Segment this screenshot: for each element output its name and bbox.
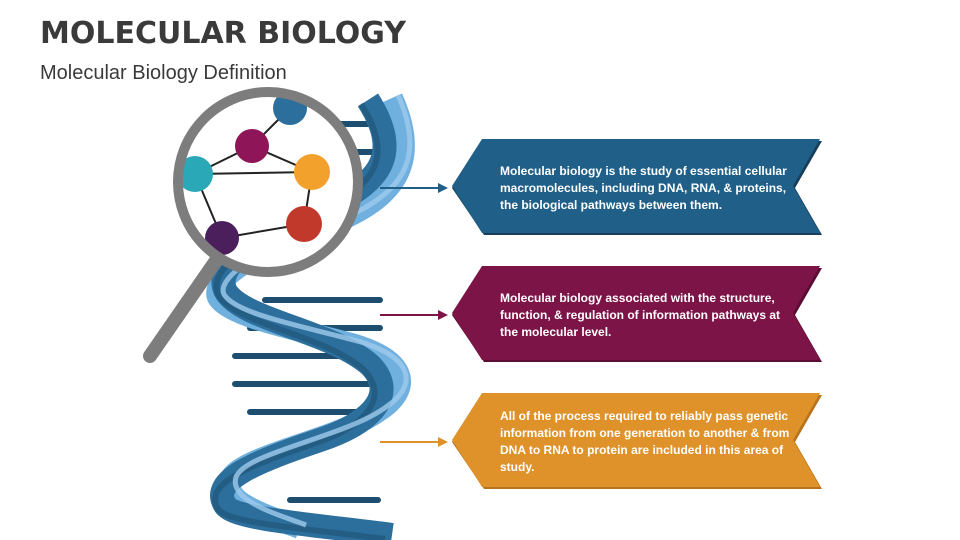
definition-banner-3: All of the process required to reliably …	[452, 393, 822, 491]
definition-banner-1: Molecular biology is the study of essent…	[452, 139, 822, 237]
magnifier-icon	[143, 87, 363, 363]
definition-banner-2: Molecular biology associated with the st…	[452, 266, 822, 364]
arrow-icon-1	[380, 183, 448, 193]
page-title: MOLECULAR BIOLOGY	[40, 16, 406, 51]
page-subtitle: Molecular Biology Definition	[40, 62, 287, 84]
arrow-icon-3	[380, 437, 448, 447]
dna-illustration	[143, 87, 415, 540]
definition-text-2: Molecular biology associated with the st…	[500, 290, 781, 339]
arrow-icon-2	[380, 310, 448, 320]
definition-text-3: All of the process required to reliably …	[500, 409, 790, 474]
definition-text-1: Molecular biology is the study of essent…	[500, 163, 787, 212]
